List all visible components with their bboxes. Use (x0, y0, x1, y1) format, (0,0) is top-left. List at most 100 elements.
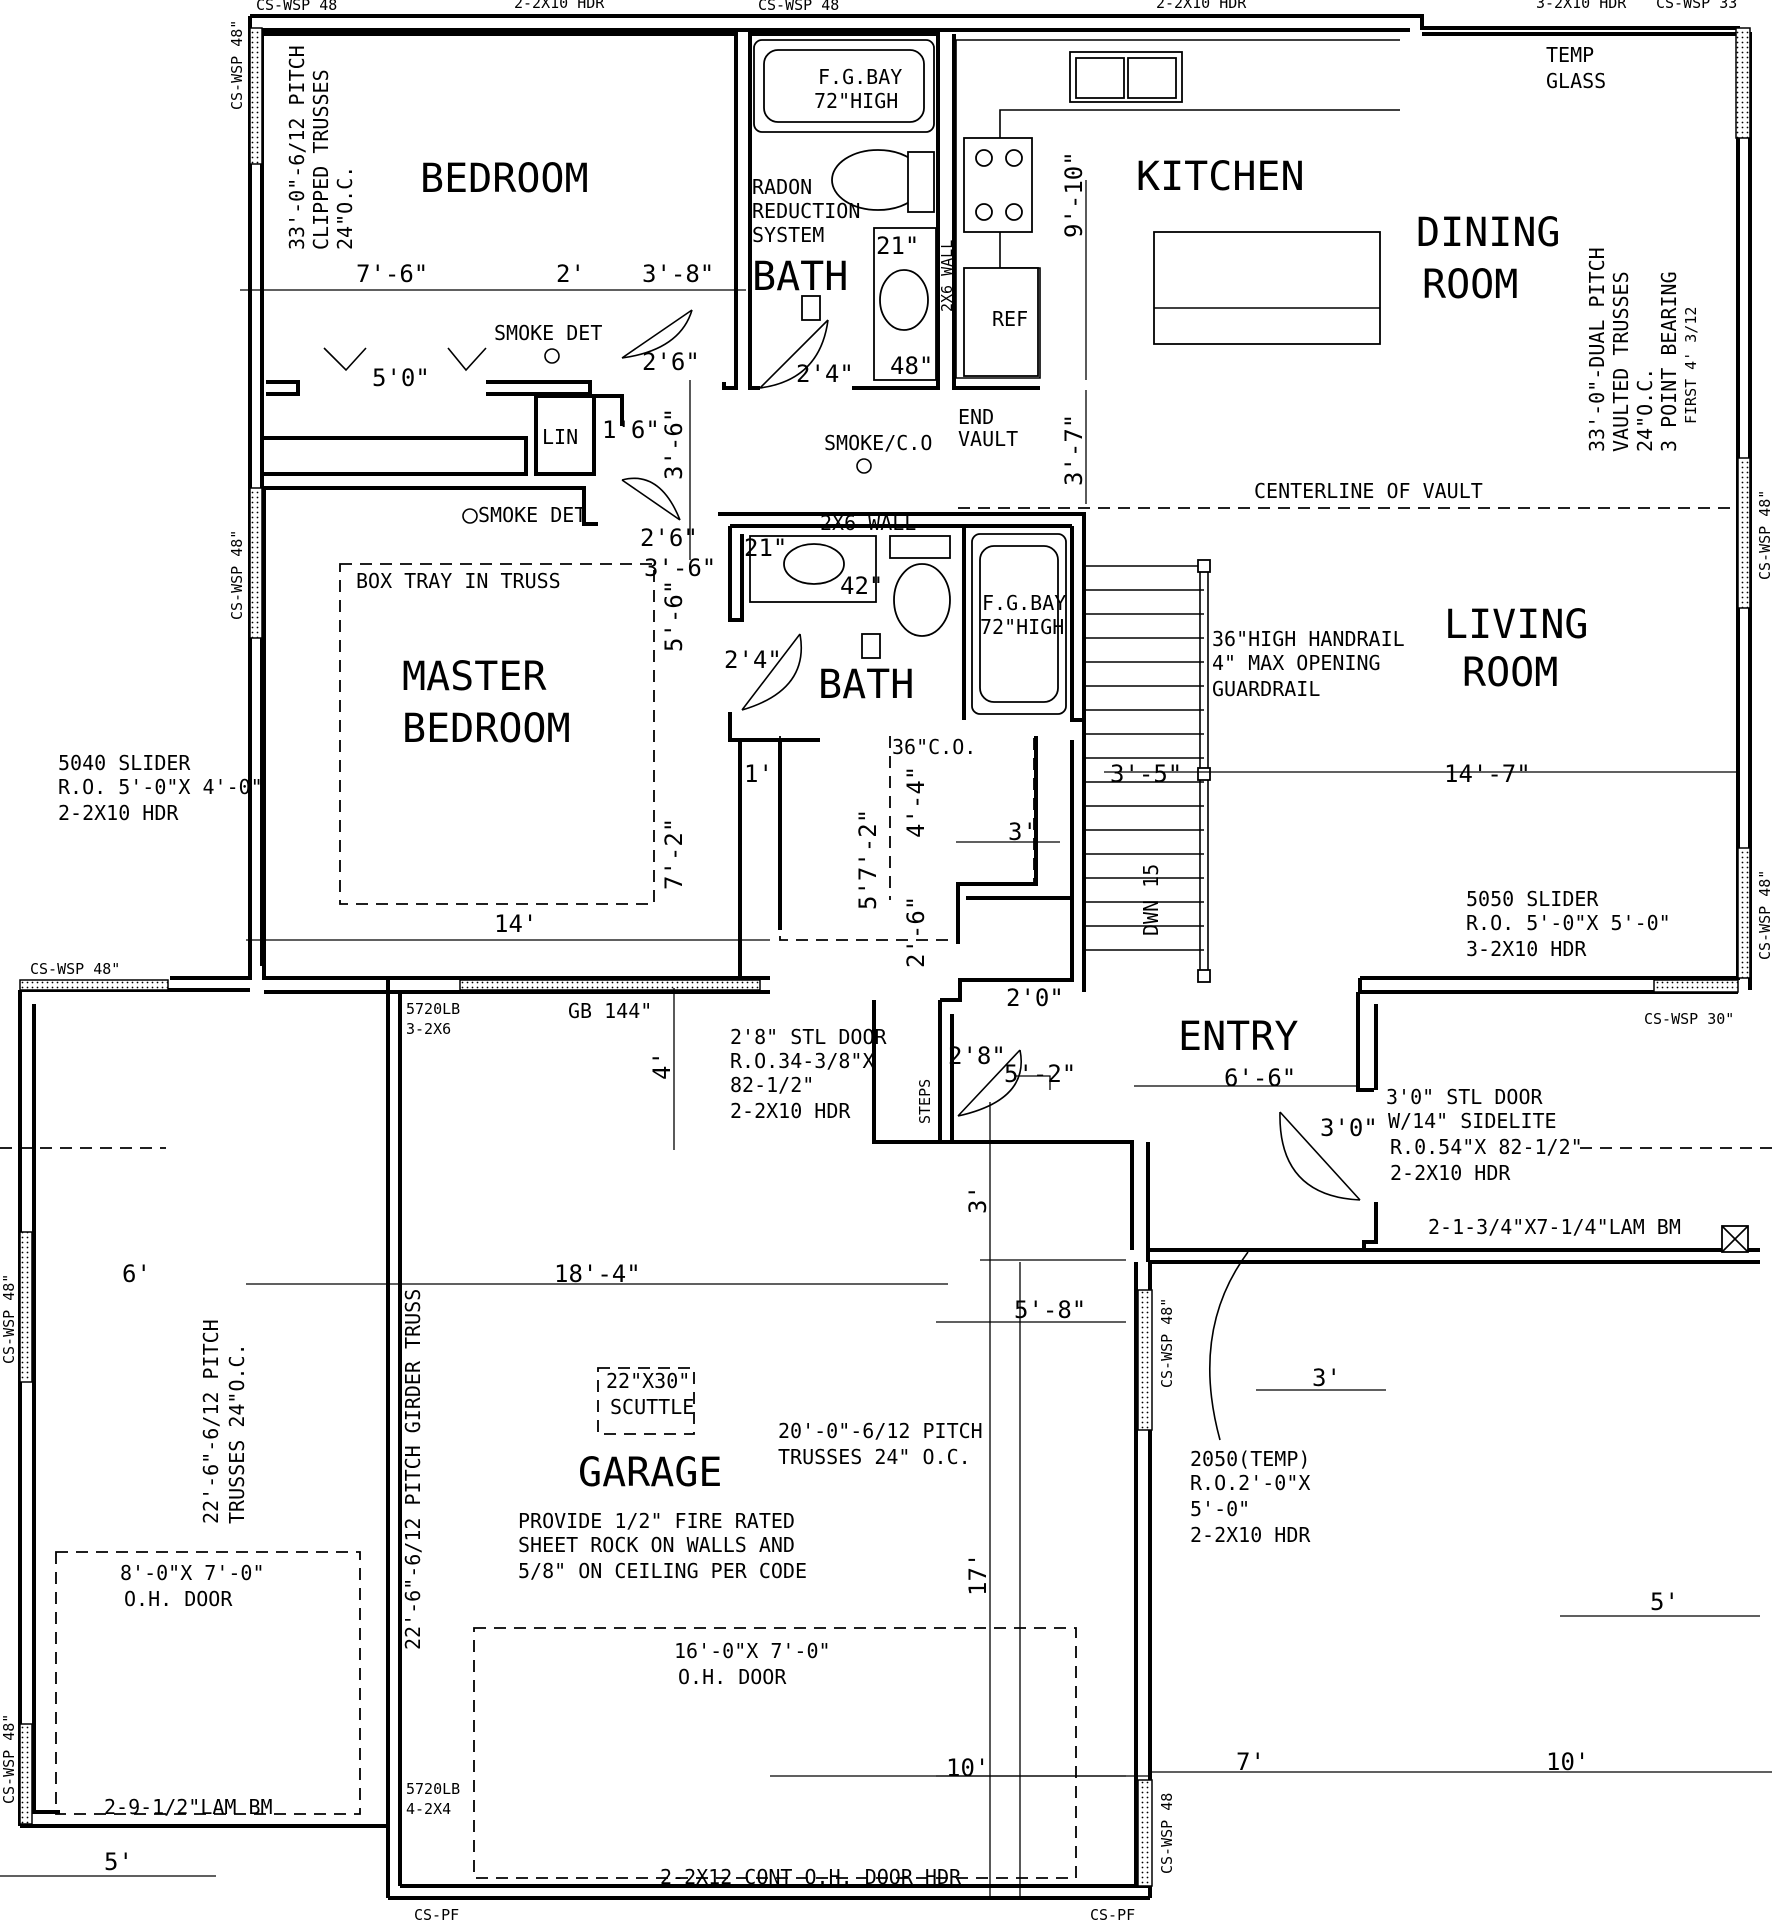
note-radon-3: SYSTEM (752, 223, 824, 247)
note-truss-liv-3: 24"O.C. (1633, 368, 1657, 452)
label-ref: REF (992, 307, 1028, 331)
small-labels: LIN REF F.G.BAY 72"HIGH F.G.BAY 72"HIGH … (58, 43, 1681, 1889)
note-scuttle-1: 22"X30" (606, 1369, 690, 1393)
dimension-labels-vertical: 9'-10" 3'-6" 3'-7" 5'-6" 4'-4" 5'7'-2" 7… (648, 151, 1088, 1596)
note-wall-tag-bot-1: CS-PF (414, 1906, 459, 1924)
dim-10b: 10' (1546, 1748, 1589, 1776)
dim-2-4b: 2'4" (724, 646, 782, 674)
note-truss-gar-1: 22'-6"-6/12 PITCH (199, 1319, 223, 1524)
dim-3-5: 3'-5" (1110, 760, 1182, 788)
room-entry: ENTRY (1178, 1014, 1298, 1060)
note-wall-tag-left-1: CS-WSP 48" (228, 20, 246, 110)
note-wall-tag-mid-2: CS-WSP 48 (1158, 1793, 1176, 1874)
note-wall-tag-mid-1: CS-WSP 48" (1158, 1298, 1176, 1388)
note-wall-tag-top-1: CS-WSP 48 (256, 0, 337, 14)
note-fg-bay-1b: 72"HIGH (814, 89, 898, 113)
note-girder: 22'-6"-6/12 PITCH GIRDER TRUSS (401, 1289, 425, 1650)
note-radon-2: REDUCTION (752, 199, 860, 223)
tiny-labels: 5720LB 3-2X6 5720LB 4-2X4 CS-WSP 48 2-2X… (30, 0, 1737, 1924)
note-w2050-2: R.O.2'-0"X (1190, 1471, 1310, 1495)
note-wall-tag-top-5: 3-2X10 HDR (1536, 0, 1627, 12)
note-2x6-wall-b: 2X6 WALL (938, 240, 956, 312)
note-sl5040-3: 2-2X10 HDR (58, 801, 179, 825)
note-fg-bay-1a: F.G.BAY (818, 65, 902, 89)
note-sl5050-3: 3-2X10 HDR (1466, 937, 1587, 961)
dim-3-6: 3'-6" (660, 408, 688, 480)
note-sl5050-1: 5050 SLIDER (1466, 887, 1599, 911)
dim-5-6: 5'-6" (660, 580, 688, 652)
note-scuttle-2: SCUTTLE (610, 1395, 694, 1419)
note-truss-bed-1: 33'-0"-6/12 PITCH (285, 45, 309, 250)
note-fire-1: PROVIDE 1/2" FIRE RATED (518, 1509, 795, 1533)
room-dining-1: DINING (1416, 210, 1561, 256)
hatched-walls (19, 27, 1751, 1887)
room-bath-upper: BATH (752, 254, 848, 300)
note-handrail-1: 36"HIGH HANDRAIL (1212, 627, 1405, 651)
note-truss-liv-1: 33'-0"-DUAL PITCH (1585, 247, 1609, 452)
note-truss-liv-2: VAULTED TRUSSES (1609, 271, 1633, 452)
note-lam-bm-2: 2-1-3/4"X7-1/4"LAM BM (1428, 1215, 1681, 1239)
label-lin: LIN (542, 425, 578, 449)
dim-5-2: 5'-2" (1004, 1060, 1076, 1088)
note-oh-big-2: O.H. DOOR (678, 1665, 787, 1689)
note-wall-tag-left-3: CS-WSP 48" (30, 960, 120, 978)
note-cont-hdr: 2-2X12 CONT O.H. DOOR HDR (660, 1865, 962, 1889)
room-master-2: BEDROOM (402, 706, 571, 752)
note-fire-2: SHEET ROCK ON WALLS AND (518, 1533, 795, 1557)
door-swings (323, 309, 1361, 1441)
dim-5-8: 5'-8" (1014, 1296, 1086, 1324)
dim-4: 4' (648, 1051, 676, 1080)
note-wall-tag-top-2: 2-2X10 HDR (514, 0, 605, 12)
room-labels: BEDROOM KITCHEN DINING ROOM BATH BATH MA… (402, 154, 1589, 1496)
note-co36: 36"C.O. (892, 735, 976, 759)
note-truss-gar-2: TRUSSES 24"O.C. (225, 1343, 249, 1524)
note-stl-1: 2'8" STL DOOR (730, 1025, 887, 1049)
note-sl5040-1: 5040 SLIDER (58, 751, 191, 775)
dim-4-4: 4'-4" (902, 766, 930, 838)
note-dwn: DWN 15 (1139, 864, 1163, 936)
note-truss-bed-2: CLIPPED TRUSSES (309, 69, 333, 250)
note-2x6-wall-a: 2X6 WALL (820, 511, 916, 535)
note-steps: STEPS (916, 1079, 934, 1124)
dim-3b: 3' (964, 1185, 992, 1214)
room-kitchen: KITCHEN (1136, 154, 1305, 200)
dim-17: 17' (964, 1553, 992, 1596)
dim-2-6b: 2'6" (640, 524, 698, 552)
dim-6-6: 6'-6" (1224, 1064, 1296, 1092)
dim-5a: 5' (1650, 1588, 1679, 1616)
dim-5b: 5' (104, 1848, 133, 1876)
room-garage: GARAGE (578, 1450, 723, 1496)
note-w2050-1: 2050(TEMP) (1190, 1447, 1310, 1471)
walls (18, 14, 1760, 1900)
note-radon-1: RADON (752, 175, 812, 199)
dim-3-6b: 3'-6" (644, 554, 716, 582)
note-wall-tag-top-3: CS-WSP 48 (758, 0, 839, 14)
dim-14: 14' (494, 910, 537, 938)
room-living-1: LIVING (1444, 602, 1589, 648)
dim-5-7-2: 5'7'-2" (854, 809, 882, 910)
note-smoke-co: SMOKE/C.O (824, 431, 932, 455)
note-centerline: CENTERLINE OF VAULT (1254, 479, 1483, 503)
dim-2-4a: 2'4" (796, 360, 854, 388)
note-temp-glass-2: GLASS (1546, 69, 1606, 93)
note-smoke-1: SMOKE DET (494, 321, 602, 345)
dim-2-6a: 2'6" (642, 348, 700, 376)
dim-2-6c: 2'-6" (902, 896, 930, 968)
room-master-1: MASTER (402, 654, 547, 700)
note-lb-2a: 5720LB (406, 1780, 460, 1798)
note-temp-glass-1: TEMP (1546, 43, 1594, 67)
note-truss-liv-5: FIRST 4' 3/12 (1682, 307, 1700, 424)
dim-42: 42" (840, 572, 883, 600)
dim-6: 6' (122, 1260, 151, 1288)
note-stl2-2: W/14" SIDELITE (1388, 1109, 1557, 1133)
note-stl2-4: 2-2X10 HDR (1390, 1161, 1511, 1185)
dim-3a: 3' (1008, 818, 1037, 846)
note-wall-tag-left-4: CS-WSP 48" (0, 1274, 18, 1364)
dim-3-0: 3'0" (1320, 1114, 1378, 1142)
note-oh-small-2: O.H. DOOR (124, 1587, 233, 1611)
dim-14-7: 14'-7" (1444, 760, 1531, 788)
note-oh-small-1: 8'-0"X 7'-0" (120, 1561, 265, 1585)
note-wall-tag-right-1: CS-WSP 48" (1756, 490, 1772, 580)
note-stl2-1: 3'0" STL DOOR (1386, 1085, 1543, 1109)
room-dining-2: ROOM (1422, 262, 1518, 308)
